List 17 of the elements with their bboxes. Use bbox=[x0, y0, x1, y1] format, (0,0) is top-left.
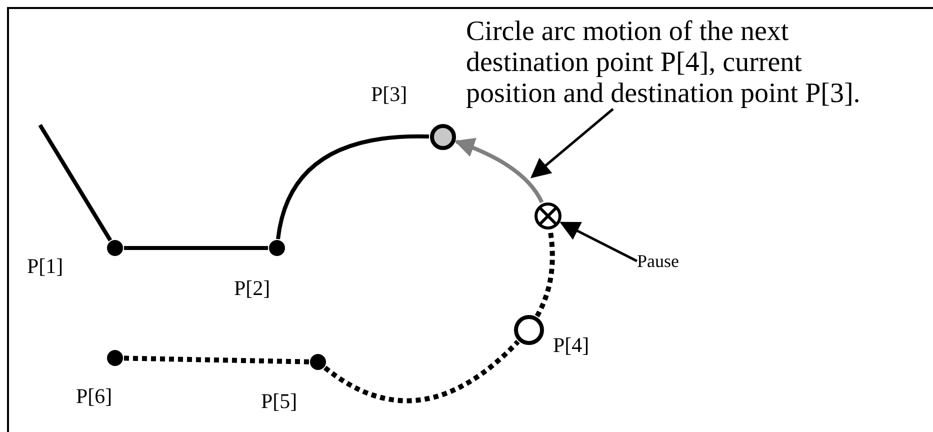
annotation-text: Circle arc motion of the next destination point P[4], current position and destination point P[3]. bbox=[466, 16, 862, 109]
path-segment bbox=[324, 340, 520, 404]
motion-arrow bbox=[454, 138, 544, 204]
path-segment bbox=[124, 246, 268, 250]
point-label: P[5] bbox=[261, 389, 298, 413]
point-label: P[2] bbox=[234, 276, 270, 300]
point-label: P[1] bbox=[27, 254, 64, 278]
point-label: P[3] bbox=[371, 82, 408, 106]
path-segment bbox=[124, 356, 310, 364]
path-segment bbox=[38, 124, 112, 242]
point-label: P[4] bbox=[553, 333, 590, 357]
leader-arrow bbox=[560, 222, 638, 262]
leader-arrow bbox=[530, 108, 614, 178]
path-segment bbox=[534, 230, 555, 318]
point-label: P[6] bbox=[76, 384, 112, 408]
path-segment bbox=[276, 134, 429, 240]
callout-label: Pause bbox=[637, 250, 679, 272]
